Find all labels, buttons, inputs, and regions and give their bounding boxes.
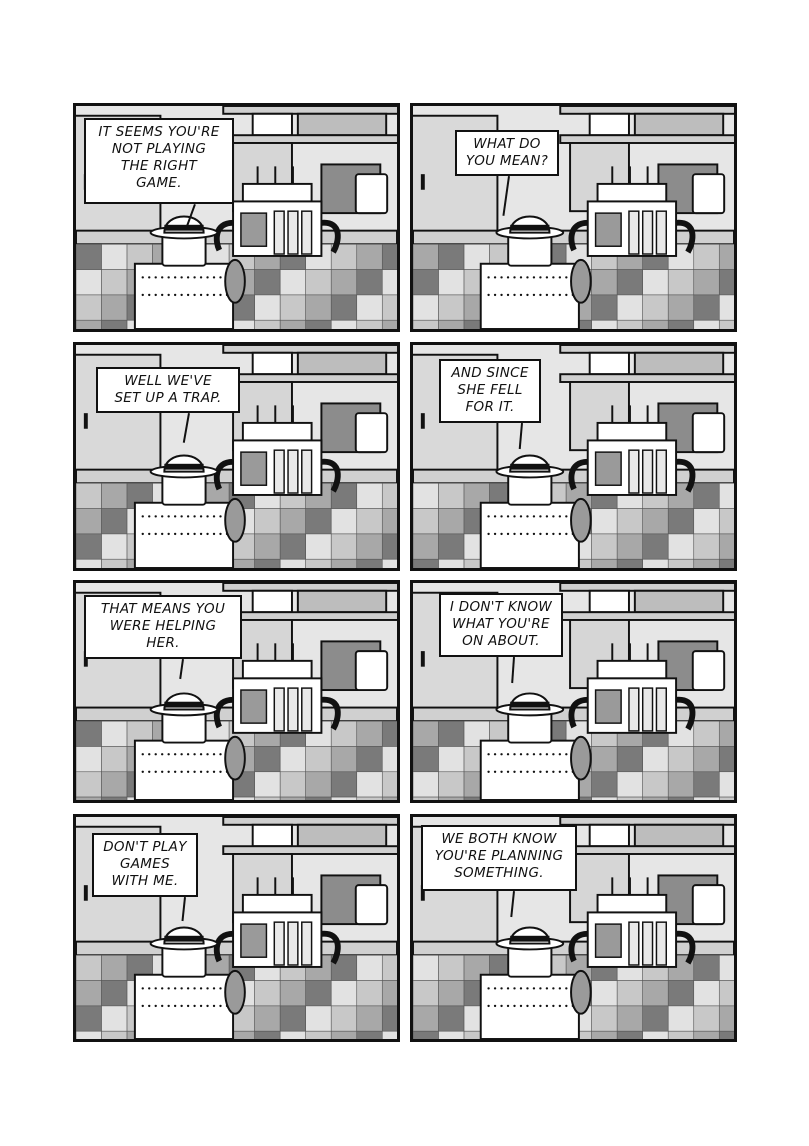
box — [296, 112, 388, 137]
door-handle — [83, 885, 88, 901]
box — [251, 351, 293, 376]
comic-panel-4: AND SINCE SHE FELL FOR IT. — [410, 342, 737, 571]
robot-character — [479, 692, 592, 800]
door-handle — [420, 651, 425, 667]
shelf-board — [559, 373, 734, 383]
machine — [213, 643, 341, 734]
comic-panel-2: WHAT DO YOU MEAN? — [410, 103, 737, 332]
box — [633, 112, 725, 137]
robot-character — [479, 926, 592, 1039]
speech-bubble: IT SEEMS YOU'RE NOT PLAYING THE RIGHT GA… — [84, 118, 234, 204]
robot-body — [133, 262, 235, 329]
box — [296, 589, 388, 614]
hat-band — [510, 701, 550, 708]
hat-band — [510, 224, 550, 231]
shelf-board — [222, 134, 397, 144]
machine — [568, 405, 696, 496]
robot-character — [133, 692, 246, 800]
robot-arm — [570, 969, 592, 1015]
robot-character — [133, 926, 246, 1039]
robot-arm — [224, 969, 246, 1015]
speech-bubble: I DON'T KNOW WHAT YOU'RE ON ABOUT. — [439, 593, 563, 657]
machine — [568, 877, 696, 968]
machine — [568, 166, 696, 257]
robot-body — [479, 501, 580, 568]
comic-panel-1: IT SEEMS YOU'RE NOT PLAYING THE RIGHT GA… — [73, 103, 400, 332]
machine — [213, 877, 341, 968]
hat-band — [164, 935, 204, 942]
door-handle — [83, 413, 88, 429]
box — [588, 112, 630, 137]
shelf-board — [559, 611, 734, 621]
box — [633, 589, 725, 614]
speech-bubble: DON'T PLAY GAMES WITH ME. — [92, 833, 198, 897]
speech-bubble: WELL WE'VE SET UP A TRAP. — [96, 367, 240, 413]
canister — [691, 173, 726, 215]
comic-panel-5: THAT MEANS YOU WERE HELPING HER. — [73, 580, 400, 803]
robot-character — [479, 215, 592, 329]
robot-arm — [224, 258, 246, 304]
hat-band — [164, 224, 204, 231]
canister — [354, 412, 389, 454]
canister — [691, 650, 726, 692]
robot-arm — [570, 497, 592, 543]
door-handle — [420, 174, 425, 190]
robot-arm — [224, 735, 246, 781]
shelf-board — [222, 611, 397, 621]
box — [296, 351, 388, 376]
robot-arm — [570, 258, 592, 304]
shelf-board — [222, 373, 397, 383]
hat-band — [510, 935, 550, 942]
canister — [691, 884, 726, 926]
robot-body — [479, 739, 580, 800]
canister — [354, 173, 389, 215]
robot-body — [133, 501, 235, 568]
shelf-board — [222, 845, 397, 855]
comic-panel-6: I DON'T KNOW WHAT YOU'RE ON ABOUT. — [410, 580, 737, 803]
machine — [568, 643, 696, 734]
robot-character — [479, 454, 592, 568]
speech-bubble: WHAT DO YOU MEAN? — [455, 130, 559, 176]
hat-band — [164, 701, 204, 708]
canister — [691, 412, 726, 454]
shelf-board — [559, 134, 734, 144]
box — [588, 351, 630, 376]
lab-scene-illustration — [413, 106, 734, 329]
canister — [354, 884, 389, 926]
hat-band — [164, 463, 204, 470]
robot-body — [133, 739, 235, 800]
shelf-board — [559, 845, 734, 855]
canister — [354, 650, 389, 692]
comic-panel-8: WE BOTH KNOW YOU'RE PLANNING SOMETHING. — [410, 814, 737, 1042]
box — [633, 823, 725, 848]
speech-bubble: WE BOTH KNOW YOU'RE PLANNING SOMETHING. — [421, 825, 577, 891]
door-handle — [420, 885, 425, 901]
speech-bubble: AND SINCE SHE FELL FOR IT. — [439, 359, 541, 423]
robot-body — [479, 262, 580, 329]
robot-character — [133, 454, 246, 568]
box — [588, 823, 630, 848]
box — [296, 823, 388, 848]
hat-band — [510, 463, 550, 470]
machine — [213, 405, 341, 496]
door-handle — [420, 413, 425, 429]
box — [251, 589, 293, 614]
box — [251, 112, 293, 137]
comic-panel-7: DON'T PLAY GAMES WITH ME. — [73, 814, 400, 1042]
comic-panel-3: WELL WE'VE SET UP A TRAP. — [73, 342, 400, 571]
box — [251, 823, 293, 848]
speech-bubble: THAT MEANS YOU WERE HELPING HER. — [84, 595, 242, 659]
box — [633, 351, 725, 376]
robot-arm — [224, 497, 246, 543]
box — [588, 589, 630, 614]
robot-arm — [570, 735, 592, 781]
machine — [213, 166, 341, 257]
robot-character — [133, 215, 246, 329]
lab-scene-illustration — [76, 817, 397, 1039]
lab-scene-illustration — [413, 583, 734, 800]
